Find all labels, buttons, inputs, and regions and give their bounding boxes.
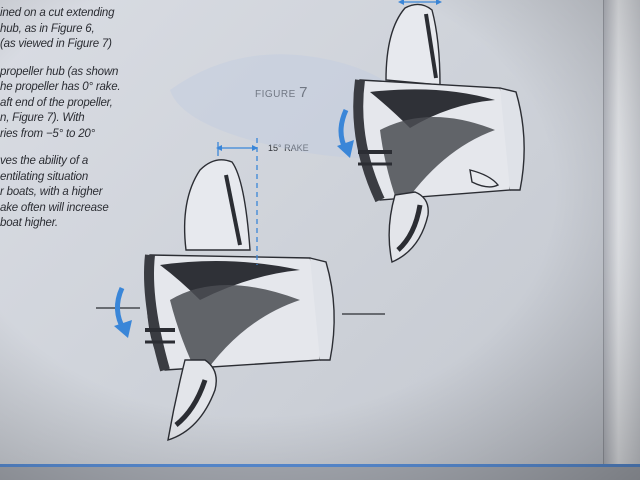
rotation-arrow-icon	[337, 108, 354, 158]
text-line: n, Figure 7). With	[0, 112, 85, 124]
lower-blade	[388, 191, 429, 263]
propeller-raked	[96, 159, 385, 442]
rake-indicator-top	[398, 0, 442, 5]
rake-label: 15° RAKE	[268, 143, 309, 153]
lower-blade	[167, 359, 217, 442]
text-line: aft end of the propeller,	[0, 96, 113, 109]
figure-label-number: 7	[299, 84, 308, 101]
text-line: boat higher.	[0, 217, 58, 229]
text-line: ves the ability of a	[0, 155, 89, 167]
rotation-arrow-icon	[114, 286, 132, 338]
binder-edge	[603, 0, 640, 480]
figure-label-word: FIGURE	[255, 89, 296, 100]
rake-indicator	[216, 138, 258, 265]
text-line: ake often will increase	[0, 201, 109, 214]
page-bottom-edge	[0, 467, 640, 480]
text-line: r boats, with a higher	[0, 186, 103, 198]
upper-blade	[183, 159, 251, 251]
text-line: entilating situation	[0, 170, 89, 183]
aft-cap	[499, 87, 525, 191]
propeller-zero-rake	[353, 3, 525, 263]
text-line: (as viewed in Figure 7)	[0, 38, 112, 50]
body-text: ined on a cut extending hub, as in Figur…	[0, 6, 200, 232]
text-line: propeller hub (as shown	[0, 65, 119, 78]
text-line: ined on a cut extending	[0, 7, 115, 19]
aft-cap	[309, 257, 335, 361]
figure-label: FIGURE 7	[255, 84, 308, 101]
text-line: he propeller has 0° rake.	[0, 81, 121, 93]
text-line: ries from −5° to 20°	[0, 127, 96, 140]
bottom-rule	[0, 464, 640, 467]
text-line: hub, as in Figure 6,	[0, 22, 95, 35]
